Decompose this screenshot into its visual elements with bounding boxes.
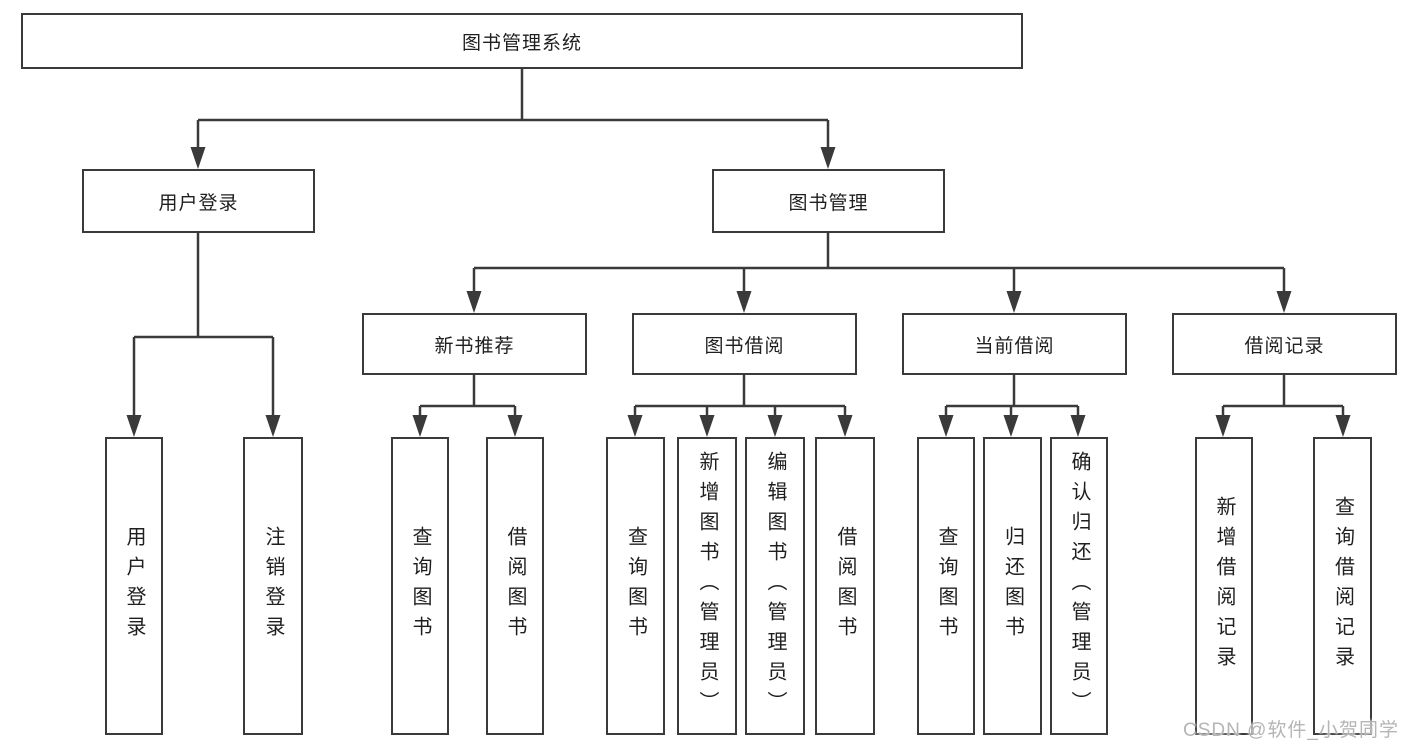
leaf-query-borrow-record-label: 查询借阅记录 [1331,496,1354,676]
leaf-user-login: 用户登录 [105,437,163,735]
leaf-borrow-query-books-label: 查询图书 [624,526,647,646]
leaf-return-books-label: 归还图书 [1001,526,1024,646]
leaf-borrow-query-books: 查询图书 [606,437,665,735]
leaf-logout-label: 注销登录 [262,526,284,646]
leaf-logout: 注销登录 [243,437,303,735]
leaf-borrow-books: 借阅图书 [815,437,875,735]
leaf-add-books-admin-label: 新增图书（管理员） [696,451,718,721]
node-current-borrow: 当前借阅 [902,313,1127,375]
node-system-root: 图书管理系统 [21,13,1023,69]
leaf-edit-books-admin-label: 编辑图书（管理员） [764,451,786,721]
leaf-current-query-books-label: 查询图书 [935,526,957,646]
leaf-recommend-query-books: 查询图书 [391,437,449,735]
node-book-management: 图书管理 [712,169,945,233]
leaf-add-borrow-record-label: 新增借阅记录 [1213,496,1235,676]
leaf-borrow-books-label: 借阅图书 [834,526,856,646]
leaf-add-borrow-record: 新增借阅记录 [1195,437,1253,735]
leaf-recommend-borrow-books: 借阅图书 [486,437,544,735]
leaf-current-query-books: 查询图书 [917,437,975,735]
leaf-add-books-admin: 新增图书（管理员） [677,437,737,735]
leaf-recommend-query-books-label: 查询图书 [409,526,431,646]
node-borrow-records: 借阅记录 [1172,313,1397,375]
leaf-query-borrow-record: 查询借阅记录 [1313,437,1372,735]
node-user-login: 用户登录 [82,169,315,233]
node-new-book-recommend: 新书推荐 [362,313,587,375]
node-book-borrow: 图书借阅 [632,313,857,375]
leaf-recommend-borrow-books-label: 借阅图书 [504,526,526,646]
csdn-watermark: CSDN @软件_小贺同学 [1183,720,1399,741]
leaf-return-books: 归还图书 [983,437,1042,735]
leaf-user-login-label: 用户登录 [123,526,145,646]
leaf-confirm-return-admin: 确认归还（管理员） [1050,437,1108,735]
leaf-edit-books-admin: 编辑图书（管理员） [745,437,805,735]
leaf-confirm-return-admin-label: 确认归还（管理员） [1068,451,1090,721]
